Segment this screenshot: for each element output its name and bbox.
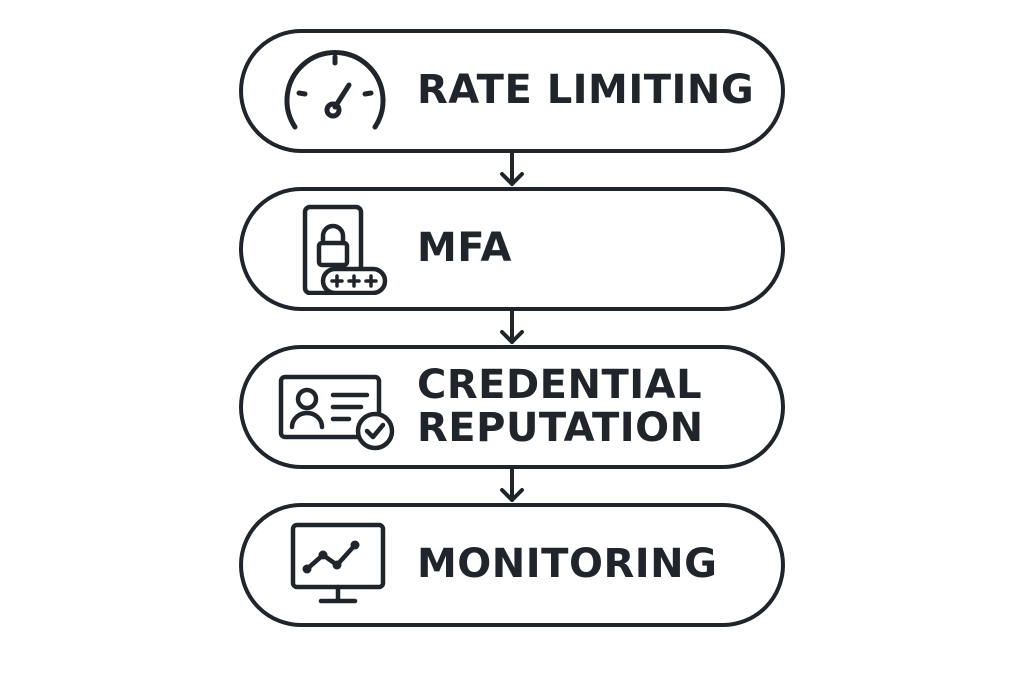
phone-lock-icon	[302, 204, 388, 295]
arrow-down-icon	[500, 468, 524, 502]
step-monitoring: MONITORING	[239, 503, 785, 627]
step-label: CREDENTIAL REPUTATION	[417, 349, 704, 465]
arrow-down-icon	[500, 152, 524, 186]
id-card-check-icon	[278, 374, 395, 451]
step-label: RATE LIMITING	[417, 67, 755, 114]
monitor-chart-icon	[290, 522, 386, 604]
step-credential-reputation: CREDENTIAL REPUTATION	[239, 345, 785, 469]
gauge-icon	[284, 49, 386, 130]
step-rate-limiting: RATE LIMITING	[239, 29, 785, 153]
step-label-line-2: REPUTATION	[417, 405, 704, 451]
step-label-line-1: CREDENTIAL	[417, 361, 703, 408]
arrow-down-icon	[500, 310, 524, 344]
step-label: MONITORING	[417, 541, 718, 588]
step-mfa: MFA	[239, 187, 785, 311]
step-label: MFA	[417, 225, 512, 272]
